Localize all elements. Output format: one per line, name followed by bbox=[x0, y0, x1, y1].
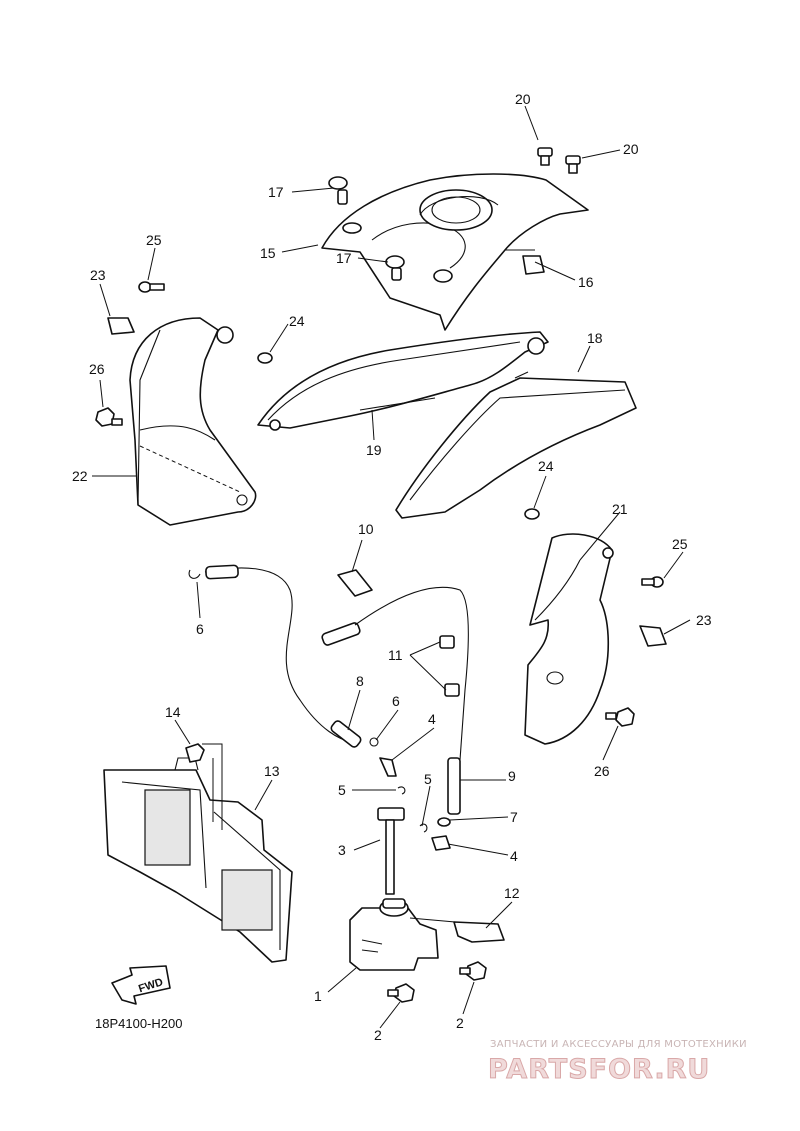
hose-6-long bbox=[188, 564, 353, 743]
callout-18: 18 bbox=[587, 330, 603, 346]
callout-19: 19 bbox=[366, 442, 382, 458]
bolt-2-right bbox=[459, 961, 487, 981]
callout-6: 6 bbox=[392, 693, 400, 709]
shroud-outer-18 bbox=[395, 371, 637, 519]
callout-20: 20 bbox=[515, 91, 531, 107]
callout-21: 21 bbox=[612, 501, 628, 517]
shroud-inner-19 bbox=[257, 331, 549, 431]
callout-26: 26 bbox=[594, 763, 610, 779]
callout-22: 22 bbox=[72, 468, 88, 484]
callout-25: 25 bbox=[672, 536, 688, 552]
fwd-arrow-icon: FWD bbox=[111, 965, 171, 1005]
callout-16: 16 bbox=[578, 274, 594, 290]
callout-3: 3 bbox=[338, 842, 346, 858]
bolt-25-left bbox=[138, 281, 165, 293]
callout-25: 25 bbox=[146, 232, 162, 248]
screw-17-top bbox=[328, 176, 348, 205]
bracket-12 bbox=[453, 921, 505, 943]
callout-5: 5 bbox=[424, 771, 432, 787]
radiator-guard-13 bbox=[103, 757, 293, 963]
fitting-4-bottom bbox=[431, 835, 451, 851]
callout-10: 10 bbox=[358, 521, 374, 537]
bolt-26-left bbox=[95, 407, 123, 427]
bolt-14 bbox=[185, 743, 205, 763]
callout-2: 2 bbox=[374, 1027, 382, 1043]
side-cover-top bbox=[321, 173, 589, 331]
fitting-4-top bbox=[379, 757, 397, 777]
clip-23-left bbox=[107, 317, 135, 335]
callout-9: 9 bbox=[508, 768, 516, 784]
clip-5-left bbox=[397, 786, 406, 795]
callout-26: 26 bbox=[89, 361, 105, 377]
washer-24-left bbox=[257, 352, 273, 364]
clip-6-small bbox=[369, 737, 379, 747]
callout-24: 24 bbox=[538, 458, 554, 474]
diagram-code: 18P4100-H200 bbox=[95, 1016, 182, 1031]
callout-4: 4 bbox=[510, 848, 518, 864]
hose-9 bbox=[447, 757, 461, 815]
callout-17: 17 bbox=[268, 184, 284, 200]
clip-23-right bbox=[639, 625, 667, 647]
callout-12: 12 bbox=[504, 885, 520, 901]
callout-2: 2 bbox=[456, 1015, 464, 1031]
callout-4: 4 bbox=[428, 711, 436, 727]
washer-7 bbox=[437, 817, 451, 827]
callout-23: 23 bbox=[90, 267, 106, 283]
callout-7: 7 bbox=[510, 809, 518, 825]
bolt-2-left bbox=[387, 983, 415, 1003]
grommet-16 bbox=[522, 255, 545, 275]
callout-15: 15 bbox=[260, 245, 276, 261]
clip-5-right bbox=[419, 823, 428, 833]
callout-labels: 20 20 17 15 17 16 25 23 24 18 26 19 22 2… bbox=[72, 91, 712, 1043]
washer-24-right bbox=[524, 508, 540, 520]
callout-11: 11 bbox=[388, 647, 403, 663]
callout-5: 5 bbox=[338, 782, 346, 798]
clip-20-left bbox=[537, 147, 553, 166]
callout-23: 23 bbox=[696, 612, 712, 628]
watermark: ЗАПЧАСТИ И АКСЕССУАРЫ ДЛЯ МОТОТЕХНИКИ PA… bbox=[488, 1039, 747, 1086]
leader-lines bbox=[92, 105, 691, 1029]
callout-14: 14 bbox=[165, 704, 181, 720]
callout-13: 13 bbox=[264, 763, 280, 779]
callout-17: 17 bbox=[336, 250, 352, 266]
hose-8 bbox=[321, 586, 469, 761]
callout-24: 24 bbox=[289, 313, 305, 329]
callout-8: 8 bbox=[356, 673, 364, 689]
pipe-3 bbox=[377, 807, 405, 895]
callout-20: 20 bbox=[623, 141, 639, 157]
callout-1: 1 bbox=[314, 988, 322, 1004]
radiator-cover-right-21 bbox=[524, 533, 614, 745]
watermark-logo: PARTSFOR.RU bbox=[488, 1054, 710, 1085]
radiator-cover-left-22 bbox=[129, 317, 257, 526]
watermark-subtitle: ЗАПЧАСТИ И АКСЕССУАРЫ ДЛЯ МОТОТЕХНИКИ bbox=[490, 1039, 747, 1050]
callout-6: 6 bbox=[196, 621, 204, 637]
bolt-25-right bbox=[641, 576, 664, 588]
clamp-10 bbox=[337, 569, 373, 597]
clamp-11 bbox=[439, 635, 460, 697]
reservoir-tank-1 bbox=[349, 898, 471, 971]
clip-20-right bbox=[565, 155, 581, 174]
bolt-26-right bbox=[605, 707, 635, 727]
